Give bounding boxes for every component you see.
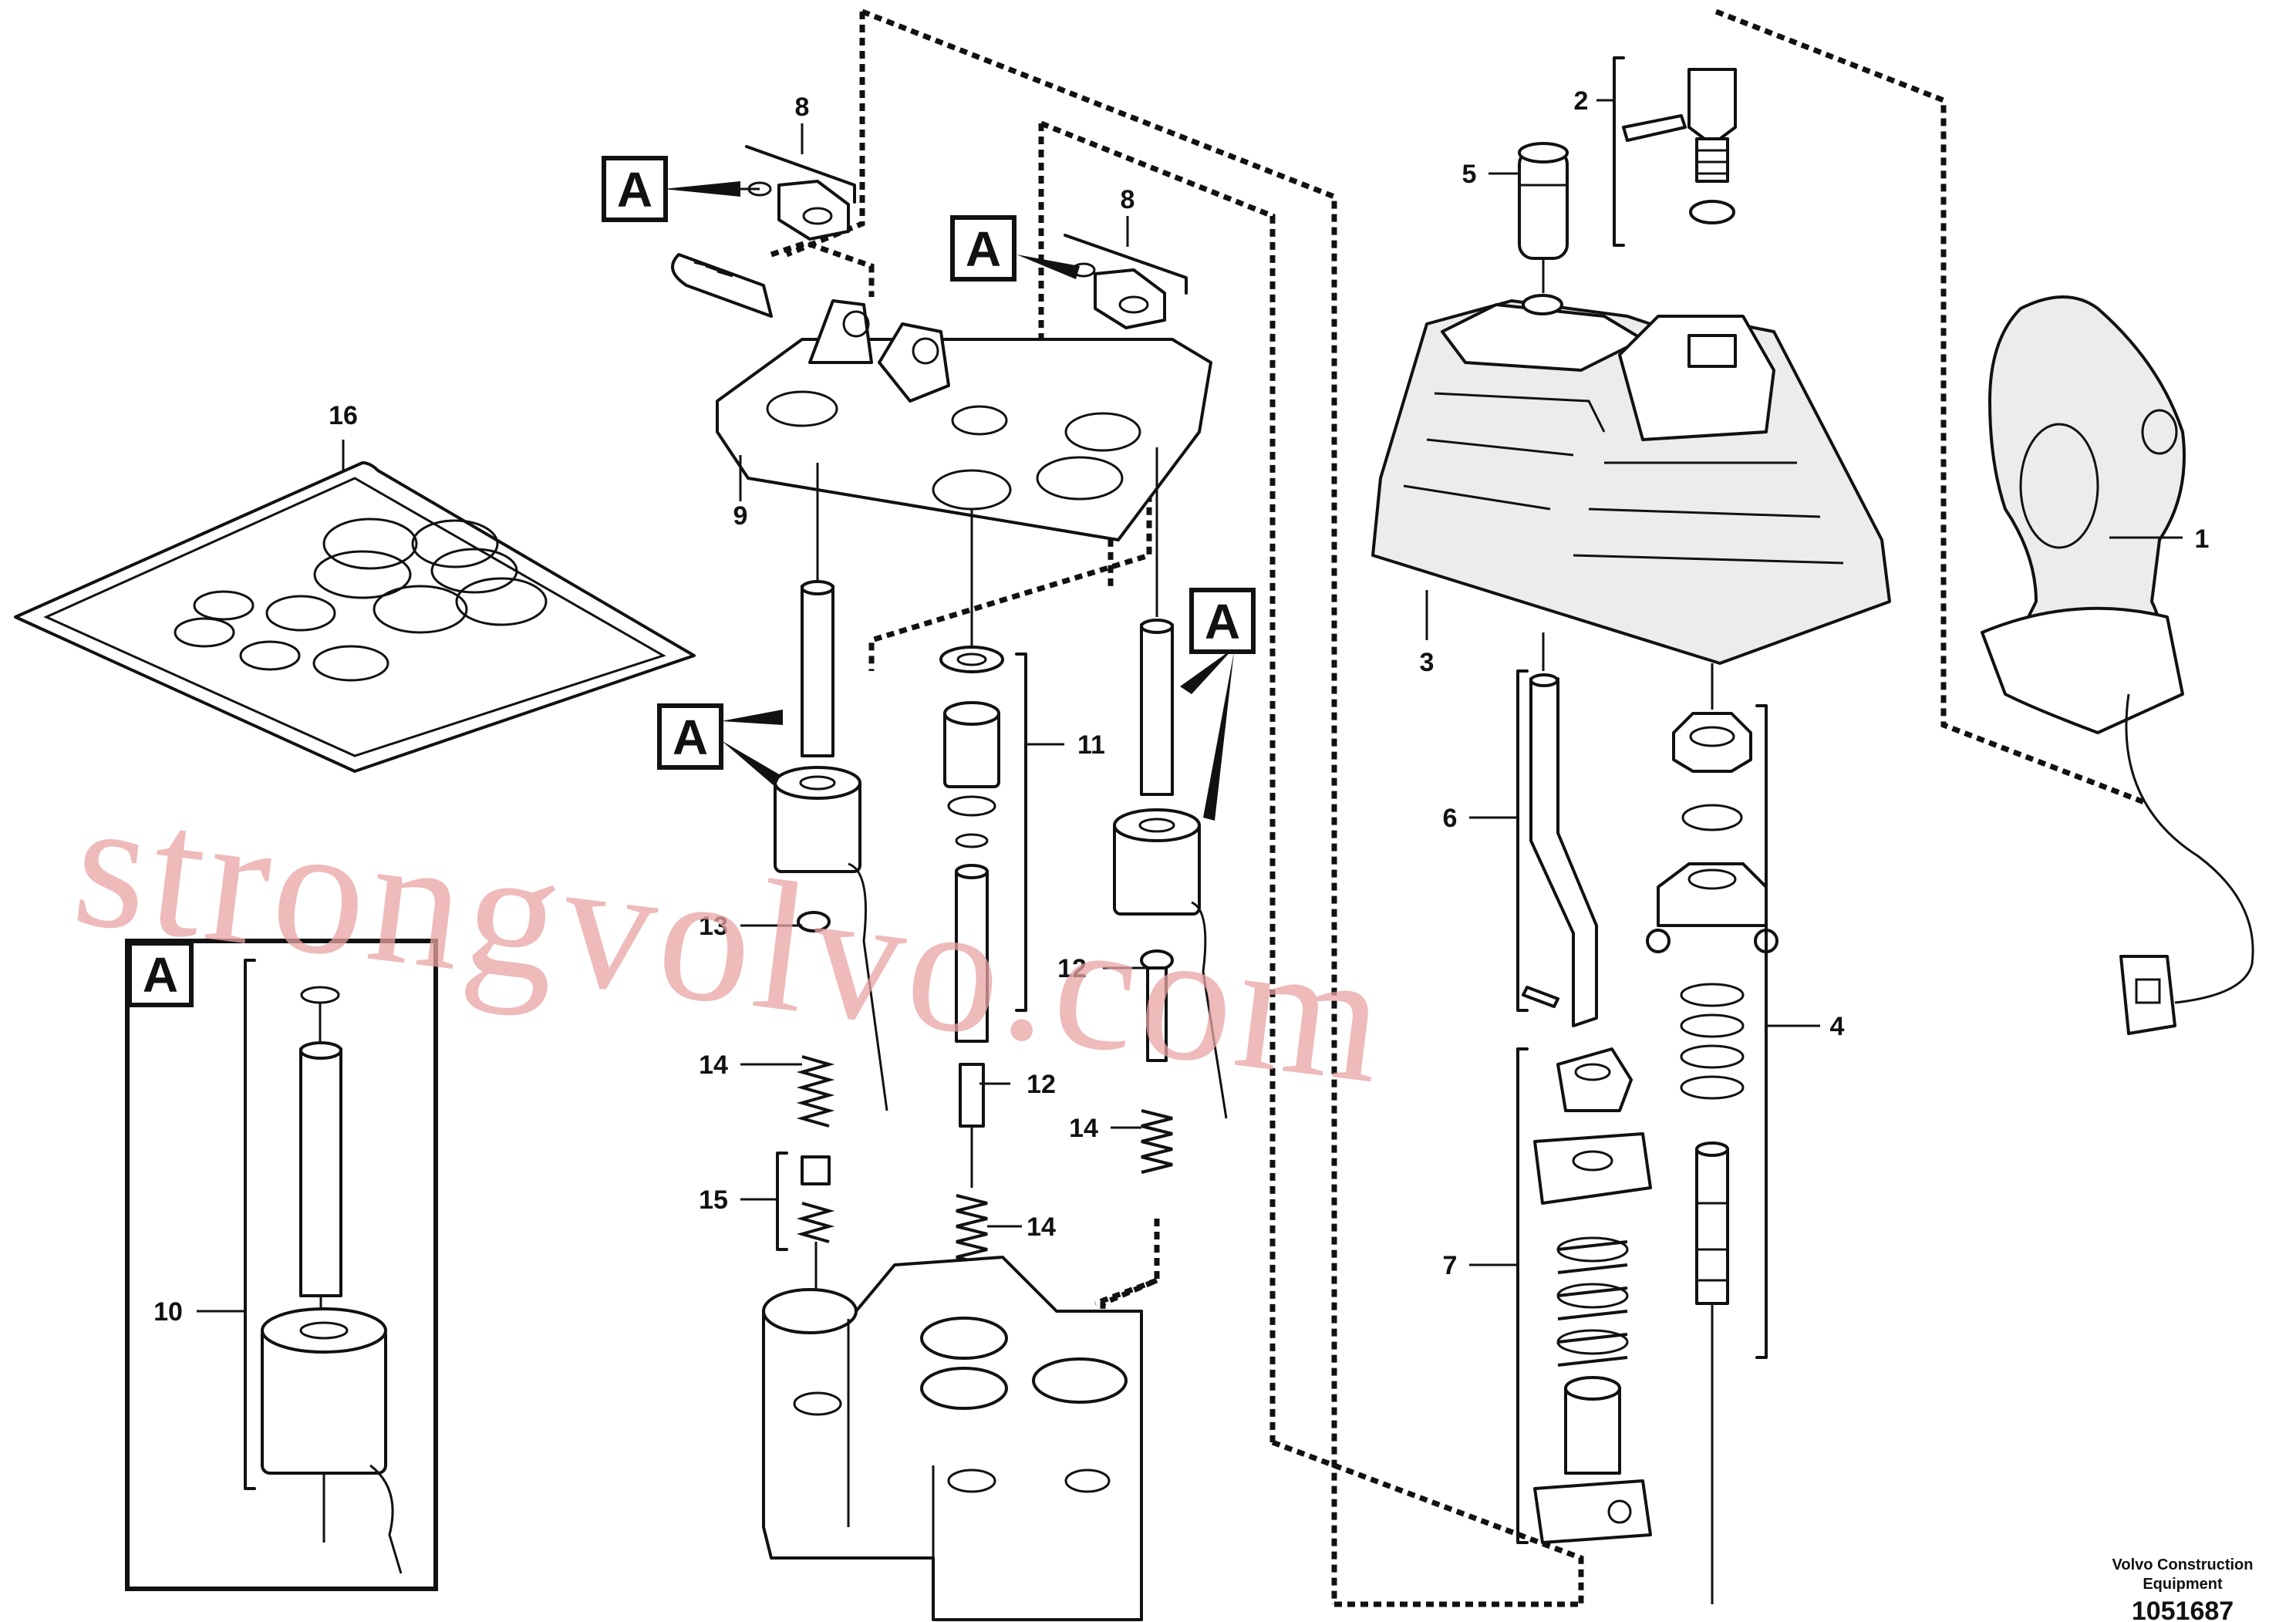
left-plunger-column (774, 463, 888, 1311)
callout-12-center: 12 (1027, 1070, 1056, 1099)
credit-line-2: Equipment (2143, 1576, 2223, 1593)
callout-7: 7 (1443, 1251, 1458, 1280)
part-9-base-plate (671, 253, 1212, 541)
part-1-joystick-handle (1981, 295, 2254, 1035)
callout-15: 15 (699, 1185, 728, 1215)
valve-housing (762, 1256, 1143, 1621)
part-4-nut-assembly (1646, 663, 1778, 1604)
callout-14-right: 14 (1069, 1114, 1098, 1143)
right-plunger-column (1113, 447, 1228, 1174)
credit-line-1: Volvo Construction (2112, 1556, 2254, 1573)
detail-marker-2: A (966, 221, 1001, 277)
detail-marker-3: A (673, 710, 708, 765)
callout-14-left: 14 (699, 1050, 728, 1080)
callout-8-right: 8 (1121, 185, 1135, 214)
detail-marker-1: A (617, 162, 652, 218)
callout-3: 3 (1420, 648, 1435, 677)
part-6-push-rod (1522, 632, 1598, 1027)
callout-14-center: 14 (1027, 1212, 1056, 1242)
credit-block: Volvo Construction Equipment 1051687 (2112, 1556, 2254, 1622)
callout-2: 2 (1574, 86, 1589, 116)
detail-marker-4: A (1205, 594, 1240, 649)
callout-1: 1 (2195, 524, 2210, 554)
document-number: 1051687 (2132, 1597, 2234, 1622)
detail-marker-boxes: A A A A A (127, 156, 1256, 1007)
callout-12-right: 12 (1057, 954, 1087, 983)
brackets (244, 56, 1768, 1544)
part-3-boot-cover (1371, 294, 1891, 665)
detail-a-inset (125, 939, 438, 1591)
callout-10: 10 (153, 1297, 183, 1327)
callout-5: 5 (1462, 160, 1477, 189)
detail-marker-inset: A (143, 947, 178, 1003)
part-8-clip-left (747, 180, 850, 241)
leader-lines (197, 99, 2183, 1313)
part-8-clip-right (1071, 262, 1166, 329)
center-plunger-column (939, 509, 1004, 1334)
callout-11: 11 (1077, 730, 1105, 760)
part-16-seal-kit (14, 461, 696, 773)
part-7-link-assembly (1533, 1047, 1652, 1544)
callout-6: 6 (1443, 804, 1458, 833)
callout-4: 4 (1830, 1012, 1845, 1041)
callout-numbers: 1 2 3 4 5 6 7 8 8 9 10 11 12 12 13 14 14… (153, 86, 2209, 1327)
part-5-knob (1518, 142, 1569, 293)
callout-13: 13 (699, 912, 728, 941)
part-2-screw (1622, 68, 1737, 224)
callout-8-left: 8 (795, 93, 810, 122)
callout-9: 9 (733, 501, 748, 531)
callout-16: 16 (329, 401, 358, 430)
